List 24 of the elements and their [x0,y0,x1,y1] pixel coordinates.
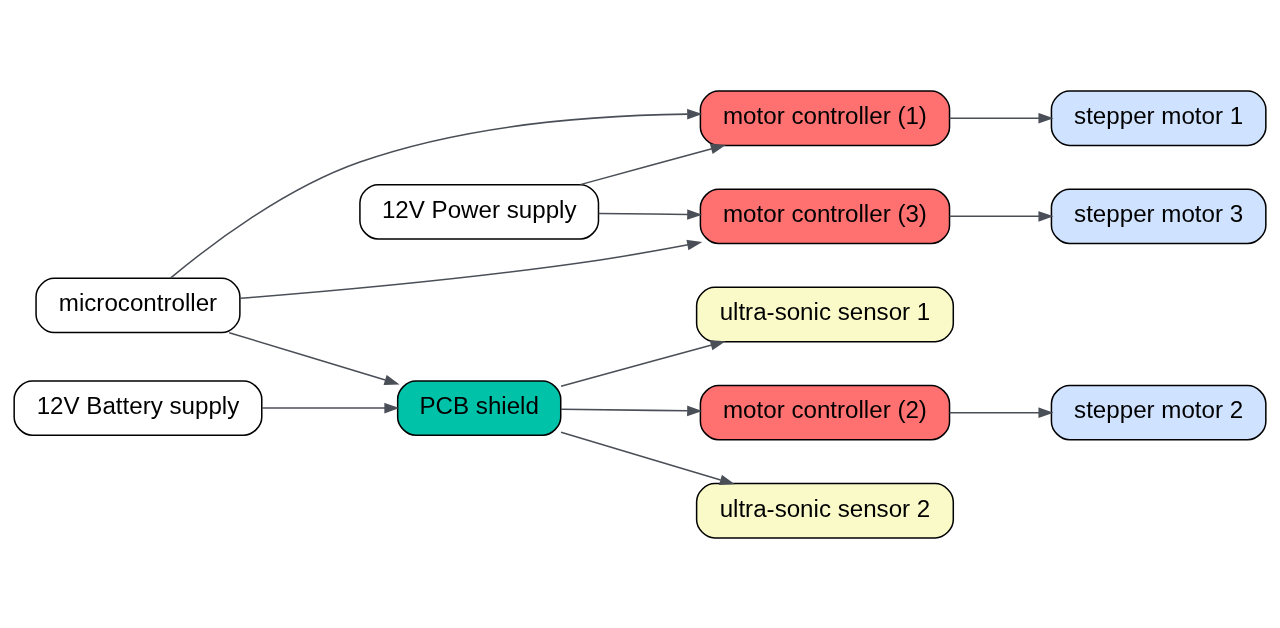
arrow [560,430,735,485]
arrow [169,108,703,279]
node-box: stepper motor 3 [1050,187,1267,244]
arrow [560,405,703,416]
node-box: PCB shield [396,379,562,436]
node-box: stepper motor 1 [1050,89,1267,146]
node-box: stepper motor 2 [1050,384,1267,441]
arrow [579,143,726,185]
arrow [948,406,1054,418]
node-box: motor controller (3) [699,187,951,244]
node-box: motor controller (2) [699,384,951,441]
arrow [560,339,726,387]
node-box: motor controller (1) [699,89,951,146]
node-box: 12V Power supply [359,183,600,240]
node-box: microcontroller [35,277,241,333]
node-box: ultra-sonic sensor 2 [695,482,955,539]
node-box: ultra-sonic sensor 1 [695,286,955,342]
arrow [597,208,703,220]
arrow [948,112,1054,123]
arrow [261,402,400,413]
node-box: 12V Battery supply [13,379,263,436]
arrow [948,210,1054,222]
arrow [228,331,400,385]
arrow [239,239,703,299]
